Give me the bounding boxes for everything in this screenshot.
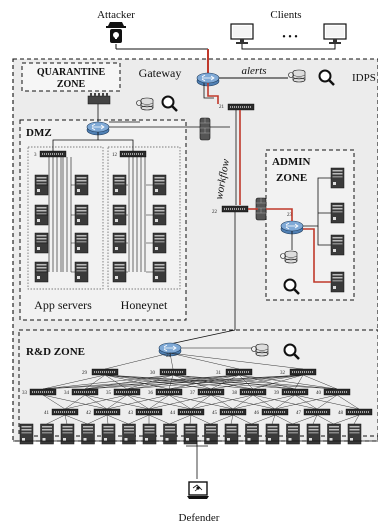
rd-switch-46: [261, 408, 289, 416]
honeynet-label: Honeynet: [121, 298, 168, 312]
rd-switch-37-id: 37: [190, 391, 196, 396]
app-server: [74, 261, 89, 283]
rd-switch-40-id: 40: [316, 391, 322, 396]
app-servers-group: [27, 146, 104, 290]
admin-server-24: [330, 167, 345, 189]
honeynet-server: [152, 204, 167, 226]
rd-switch-32: [289, 368, 317, 376]
admin-server-25: [330, 202, 345, 224]
firewall-icon: [199, 117, 211, 141]
defender-label: Defender: [179, 512, 220, 524]
quarantine-zone-label-2: ZONE: [57, 79, 86, 90]
attacker-label: Attacker: [97, 9, 135, 21]
honeynet-server: [112, 232, 127, 254]
rd-switch-46-id: 46: [254, 411, 260, 416]
rd-switch-47-id: 47: [296, 411, 302, 416]
honeynet-server: [152, 174, 167, 196]
rd-switch-40: [323, 388, 351, 396]
alerts-label: alerts: [241, 65, 266, 77]
client-monitor-icon: [323, 23, 347, 45]
admin-zone-label-1: ADMIN: [272, 156, 311, 168]
attacker-icon: [106, 22, 126, 43]
idps-label: IDPS: [352, 72, 376, 84]
switch-21-id: 21: [219, 105, 225, 110]
rd-switch-45-id: 45: [212, 411, 218, 416]
rd-switch-39-id: 39: [274, 391, 280, 396]
admin-zone-label-2: ZONE: [276, 172, 307, 184]
rd-switch-36: [155, 388, 183, 396]
rd-switch-41-id: 41: [44, 411, 50, 416]
app-servers-label: App servers: [34, 298, 92, 312]
switch-22-id: 22: [212, 210, 218, 215]
app-server: [74, 204, 89, 226]
rd-switch-34: [71, 388, 99, 396]
client-monitor-icon: [230, 23, 254, 45]
dmz-switch-3-id: 3: [34, 153, 37, 158]
rd-zone-label: R&D ZONE: [26, 346, 85, 358]
rd-switch-35-id: 35: [106, 391, 112, 396]
rd-switch-30: [159, 368, 187, 376]
rd-switch-36-id: 36: [148, 391, 154, 396]
rd-switch-42: [93, 408, 121, 416]
rd-switch-29-id: 29: [82, 371, 88, 376]
dmz-switch-12-id: 12: [112, 153, 118, 158]
rd-switch-38-id: 38: [232, 391, 238, 396]
quarantine-zone-label-1: QUARANTINE: [37, 67, 106, 78]
rd-switch-37: [197, 388, 225, 396]
admin-server-26: [330, 234, 345, 256]
honeynet-server: [112, 204, 127, 226]
admin-server-27: [330, 271, 345, 293]
app-server: [74, 232, 89, 254]
rd-switch-44-id: 44: [170, 411, 176, 416]
honeynet-group: [107, 146, 181, 290]
rd-nodes: 29 30 31 32 33 34 35 36 37 38 39 40 41 42 43 44 45 46 47 48: [19, 368, 373, 445]
honeynet-server: [152, 261, 167, 283]
app-server: [74, 174, 89, 196]
rd-switch-42-id: 42: [86, 411, 92, 416]
rd-switch-30-id: 30: [150, 371, 156, 376]
switch-21: [227, 103, 255, 111]
rd-switch-31: [225, 368, 253, 376]
rd-switch-43: [135, 408, 163, 416]
rd-switch-34-id: 34: [64, 391, 70, 396]
honeynet-server: [112, 174, 127, 196]
clients-label: Clients: [270, 9, 301, 21]
rd-switch-43-id: 43: [128, 411, 134, 416]
gateway-label: Gateway: [139, 66, 182, 80]
rd-switch-33: [29, 388, 57, 396]
rd-switch-44: [177, 408, 205, 416]
rd-switch-48-id: 48: [338, 411, 344, 416]
rd-links: [42, 352, 360, 425]
rd-switch-33-id: 33: [22, 391, 28, 396]
dmz-switch-12: [119, 150, 147, 158]
switch-22: [221, 205, 249, 213]
quarantine-zone: [21, 62, 121, 92]
rd-switch-39: [281, 388, 309, 396]
dmz-switch-3: [39, 150, 67, 158]
dmz-server-rack-icon: [87, 93, 111, 105]
rd-switch-41: [51, 408, 79, 416]
rd-switch-35: [113, 388, 141, 396]
honeynet-server: [112, 261, 127, 283]
dmz-label: DMZ: [26, 127, 52, 139]
admin-router-id: 23: [287, 213, 293, 218]
rd-switch-48: [345, 408, 373, 416]
defender-laptop-icon: [187, 481, 209, 499]
rd-switch-31-id: 31: [216, 371, 222, 376]
rd-switch-38: [239, 388, 267, 396]
rd-router-id: 28: [166, 354, 172, 359]
rd-switch-47: [303, 408, 331, 416]
rd-switch-29: [91, 368, 119, 376]
honeynet-server: [152, 232, 167, 254]
clients-ellipsis: • • •: [282, 32, 298, 43]
rd-switch-32-id: 32: [280, 371, 286, 376]
rd-switch-45: [219, 408, 247, 416]
